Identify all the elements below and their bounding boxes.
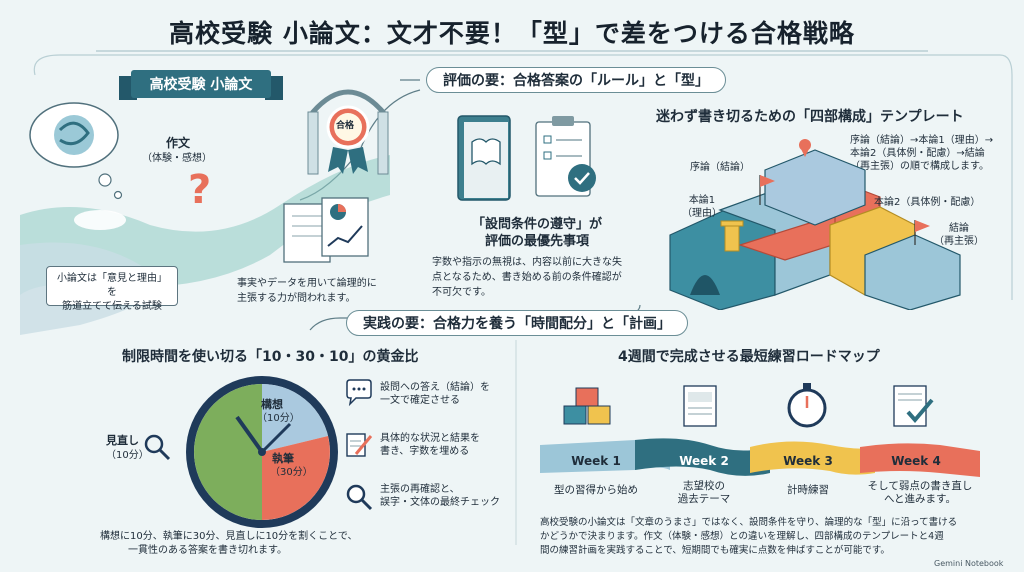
step3-text: 主張の再確認と、 誤字・文体の最終チェック: [380, 483, 500, 509]
roadmap-summary-line-1: 高校受験の小論文は「文章のうまさ」ではなく、設問条件を守り、論理的な「型」に沿っ…: [540, 517, 958, 528]
essay-note-box: 小論文は「意見と理由」を 筋道立てて伝える試験: [46, 266, 178, 312]
evaluation-text-line-1: 字数や指示の無視は、内容以前に大きな失: [432, 257, 622, 268]
template-flow-line-3: （再主張）の順で構成します。: [850, 161, 989, 172]
template-flow-line-2: 本論2（具体例・配慮）→結論: [850, 148, 985, 159]
evaluation-heading: 「設問条件の遵守」が 評価の最優先事項: [462, 216, 612, 250]
search-check-icon: [346, 484, 373, 511]
clock-diagram: [186, 376, 338, 528]
time-summary-line-1: 構想に10分、執筆に30分、見直しに10分を割くことで、: [100, 531, 358, 542]
week4-desc-line-1: そして弱点の書き直し: [867, 480, 973, 492]
kousou-time: （10分）: [257, 413, 300, 424]
evaluation-text: 字数や指示の無視は、内容以前に大きな失 点となるため、書き始める前の条件確認が …: [432, 255, 622, 300]
svg-text:?: ?: [188, 167, 211, 213]
week2-desc-line-2: 過去テーマ: [677, 493, 731, 505]
step1-line-1: 設問への答え（結論）を: [380, 382, 490, 393]
minaoshi-time: （10分）: [106, 450, 149, 461]
step2-line-2: 書き、字数を埋める: [380, 446, 470, 457]
week3-label: Week 3: [783, 454, 833, 468]
past-papers-icon: [683, 385, 717, 427]
road-illustration: ?: [20, 102, 390, 335]
practice-header: 実践の要：合格力を養う「時間配分」と「計画」: [346, 310, 688, 336]
data-text: 事実やデータを用いて論理的に 主張する力が問われます。: [237, 276, 377, 306]
stopwatch-icon: [787, 383, 827, 428]
template-title: 迷わず書き切るための「四部構成」テンプレート: [656, 109, 964, 125]
essay-sub-label: （体験・感想）: [142, 153, 212, 164]
pencil-paper-icon: [346, 433, 373, 457]
shippitsu-time: （30分）: [270, 467, 313, 478]
body2-label: 本論2（具体例・配慮）: [874, 197, 981, 208]
body1-label: 本論1 （理由）: [682, 194, 722, 220]
title-divider: [96, 50, 928, 52]
main-title: 高校受験 小論文：文才不要！「型」で差をつける合格戦略: [169, 19, 855, 48]
roadmap-road: [540, 438, 980, 477]
data-text-line-2: 主張する力が問われます。: [237, 293, 356, 304]
evaluation-heading-line-2: 評価の最優先事項: [484, 234, 589, 249]
shippitsu-label: 執筆: [272, 452, 294, 465]
footer-brand: Gemini Notebook: [934, 559, 1004, 568]
roadmap-summary: 高校受験の小論文は「文章のうまさ」ではなく、設問条件を守り、論理的な「型」に沿っ…: [540, 516, 957, 558]
week4-desc-line-2: へと進みます。: [884, 493, 956, 505]
week3-desc: 計時練習: [787, 484, 829, 496]
kousou-label: 構想: [261, 398, 283, 411]
medal-label: 合格: [336, 121, 355, 131]
roadmap-summary-line-2: かどうかで決まります。作文（体験・感想）との違いを理解し、四部構成のテンプレート…: [540, 531, 944, 542]
week1-desc: 型の習得から始め: [554, 484, 638, 496]
week4-label: Week 4: [891, 454, 941, 468]
week2-desc-line-1: 志望校の: [683, 480, 725, 492]
template-flow-line-1: 序論（結論）→本論1（理由）→: [850, 135, 994, 146]
evaluation-heading-line-1: 「設問条件の遵守」が: [471, 217, 602, 232]
data-report-icon: [283, 197, 369, 263]
conclusion-label-line-2: （再主張）: [934, 236, 984, 247]
step3-line-1: 主張の再確認と、: [380, 484, 460, 495]
time-summary-line-2: 一貫性のある答案を書き切れます。: [128, 545, 287, 556]
evaluation-text-line-3: 不可欠です。: [432, 287, 491, 298]
week1-label: Week 1: [571, 454, 621, 468]
magnifier-icon: [144, 434, 171, 461]
four-part-puzzle-illustration: [669, 139, 961, 310]
week4-desc: そして弱点の書き直し へと進みます。: [860, 480, 980, 506]
step3-line-2: 誤字・文体の最終チェック: [380, 497, 500, 508]
step2-line-1: 具体的な状況と結果を: [380, 433, 480, 444]
data-text-line-1: 事実やデータを用いて論理的に: [237, 278, 377, 289]
roadmap-title: 4週間で完成させる最短練習ロードマップ: [618, 349, 880, 365]
ribbon-label: 高校受験 小論文: [119, 70, 283, 100]
essay-label: 作文: [166, 136, 191, 150]
step1-text: 設問への答え（結論）を 一文で確定させる: [380, 381, 490, 407]
conclusion-label: 結論 （再主張）: [934, 222, 984, 248]
blocks-icon: [563, 387, 611, 425]
rewrite-check-icon: [893, 385, 934, 427]
rules-book-checklist-icon: [457, 115, 596, 201]
time-summary: 構想に10分、執筆に30分、見直しに10分を割くことで、 一貫性のある答案を書き…: [100, 530, 357, 558]
week2-label: Week 2: [679, 454, 729, 468]
step1-line-2: 一文で確定させる: [380, 395, 460, 406]
note-line-2: 筋道立てて伝える試験: [62, 301, 162, 312]
evaluation-text-line-2: 点となるため、書き始める前の条件確認が: [432, 272, 622, 283]
evaluation-header: 評価の要：合格答案の「ルール」と「型」: [426, 67, 726, 93]
intro-label: 序論（結論）: [690, 162, 750, 173]
time-title: 制限時間を使い切る「10・30・10」の黄金比: [122, 349, 419, 365]
body1-label-line-2: （理由）: [682, 208, 722, 219]
note-line-1: 小論文は「意見と理由」を: [57, 273, 167, 298]
template-flow-text: 序論（結論）→本論1（理由）→ 本論2（具体例・配慮）→結論 （再主張）の順で構…: [850, 134, 993, 173]
speech-bubble-icon: [346, 379, 372, 407]
minaoshi-label: 見直し: [106, 434, 139, 447]
goal-gate-icon: [307, 89, 389, 175]
conclusion-label-line-1: 結論: [949, 223, 969, 234]
body1-label-line-1: 本論1: [688, 195, 716, 206]
week2-desc: 志望校の 過去テーマ: [654, 480, 754, 506]
step2-text: 具体的な状況と結果を 書き、字数を埋める: [380, 432, 480, 458]
roadmap-summary-line-3: 間の練習計画を実践することで、短期間でも確実に点数を伸ばすことが可能です。: [540, 545, 890, 556]
